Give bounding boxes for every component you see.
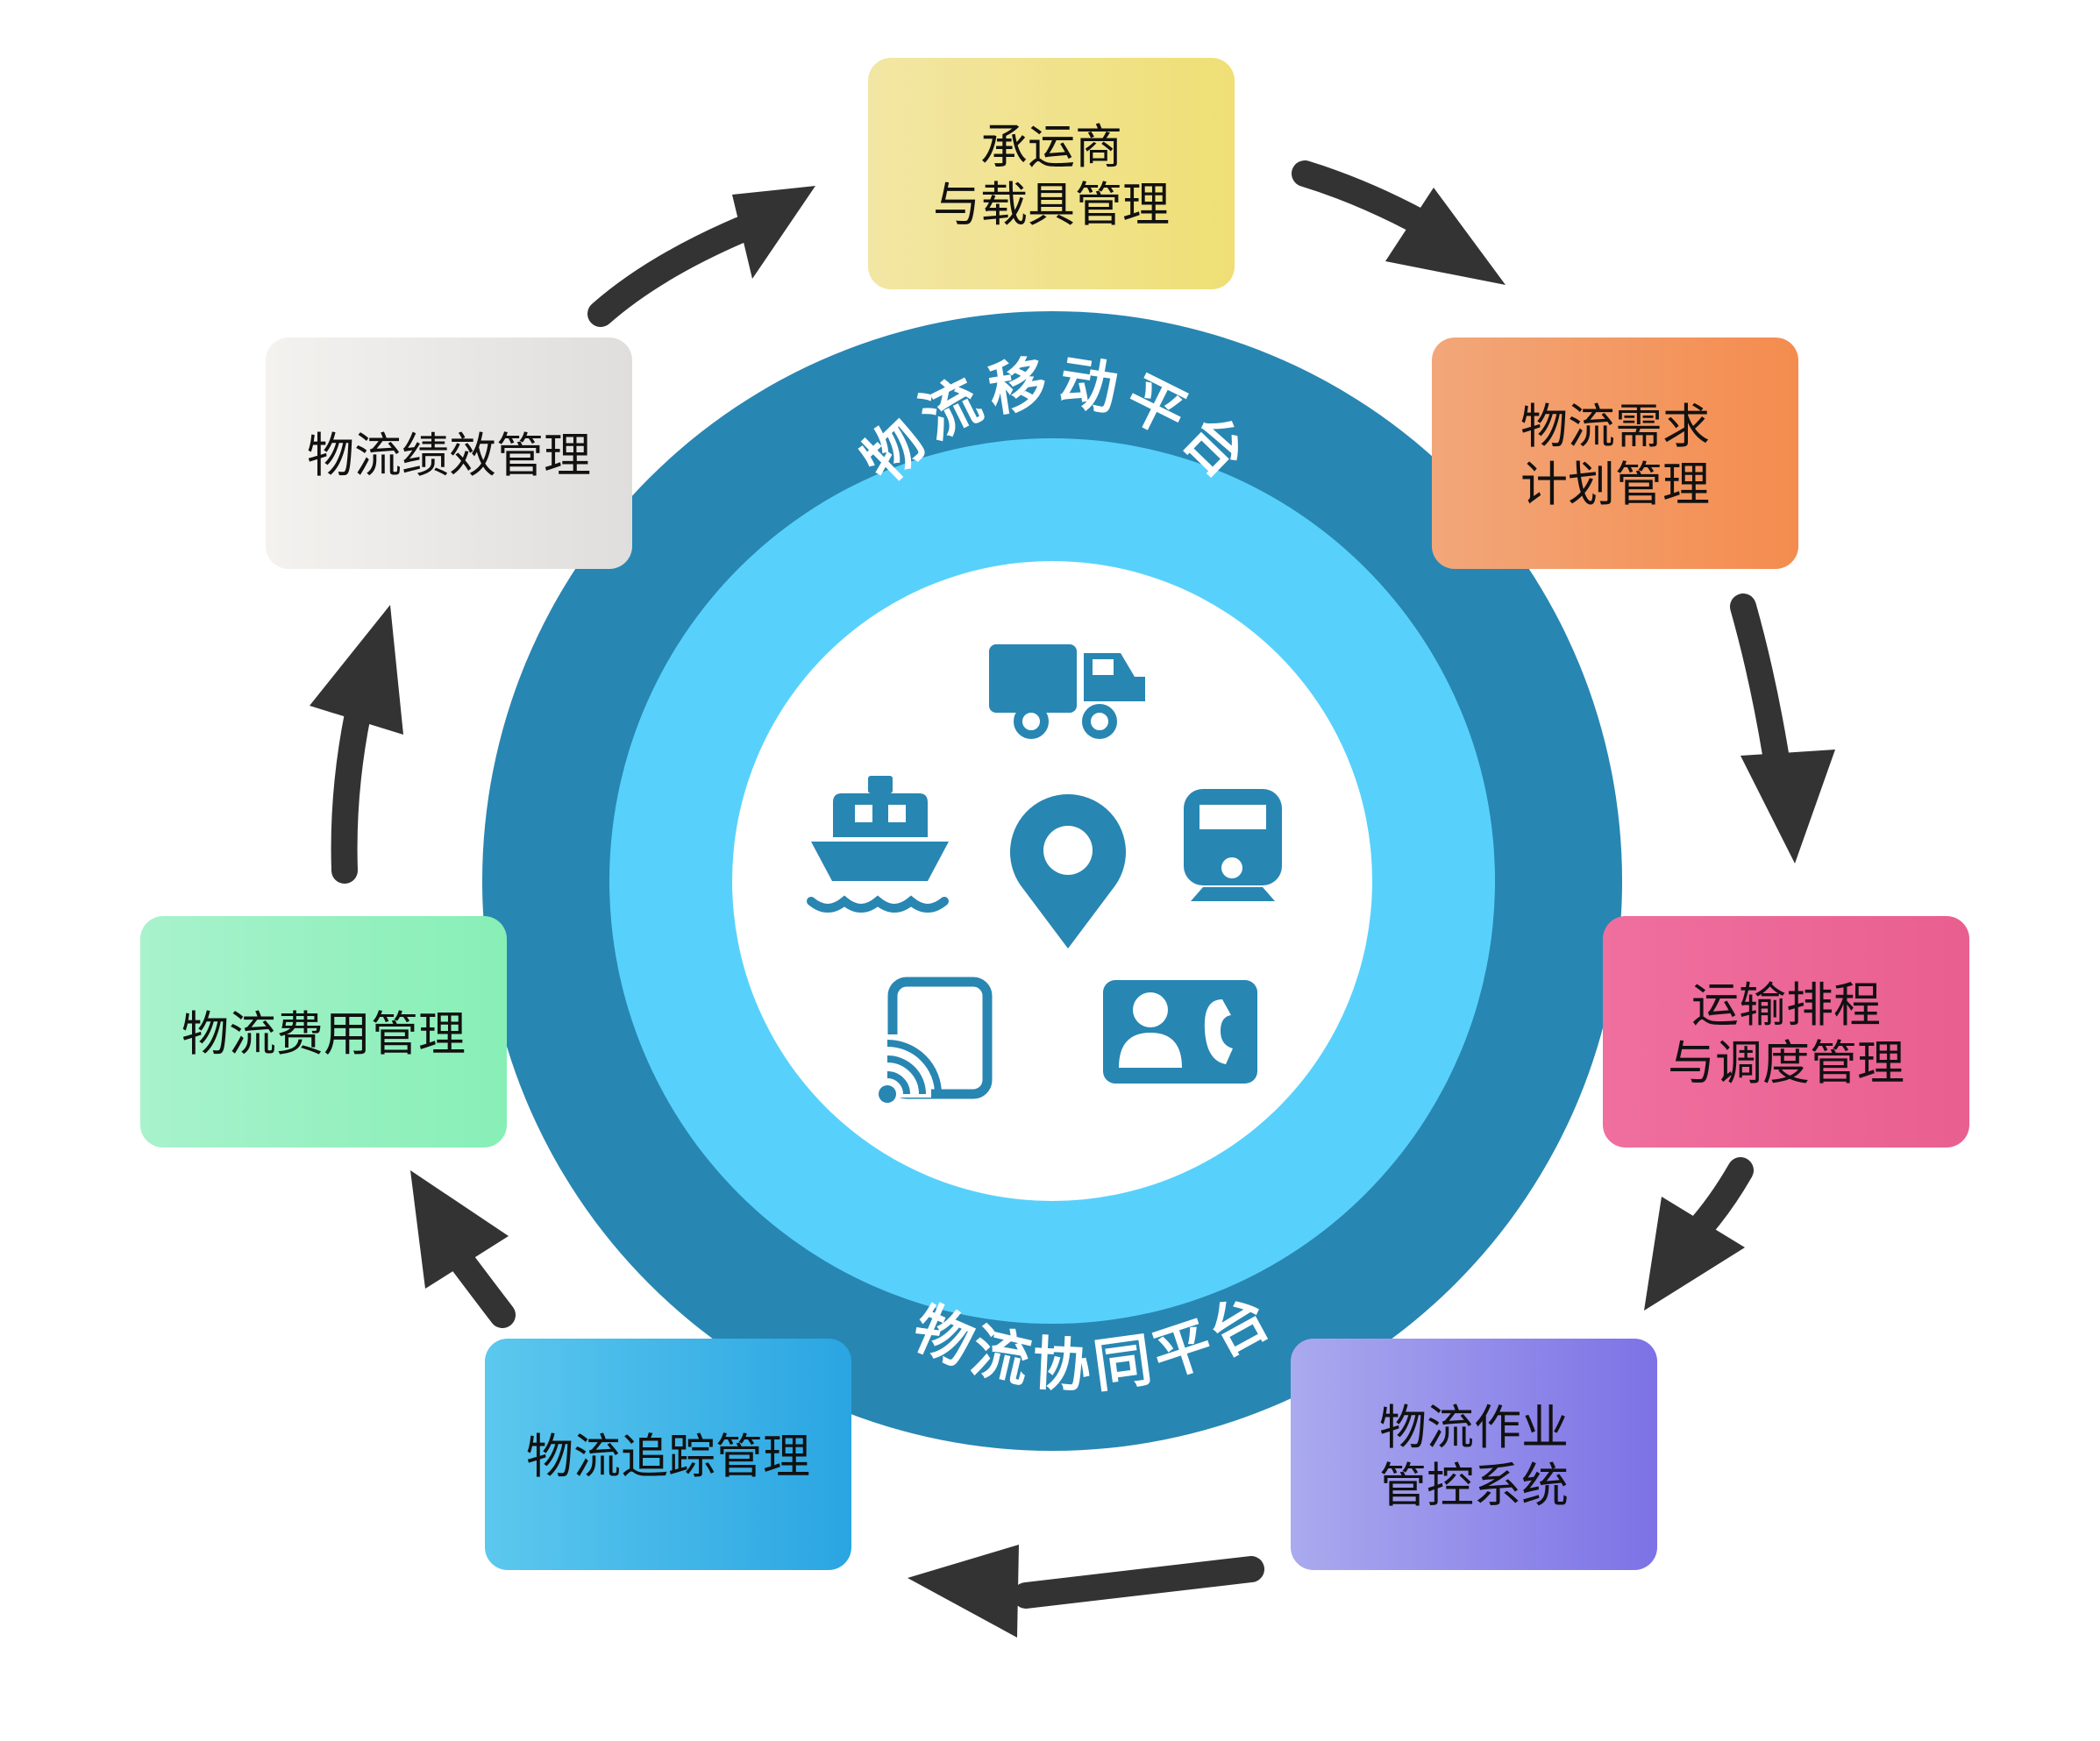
arrow-demand-to-dispatch bbox=[1730, 593, 1789, 767]
node-cost-line-1: 物流费用管理 bbox=[182, 1006, 466, 1062]
node-dispatch-line-2: 与调度管理 bbox=[1668, 1035, 1904, 1091]
node-operation: 物流作业 管控系统 bbox=[1291, 1339, 1657, 1570]
node-performance-box bbox=[266, 338, 632, 569]
node-cost: 物流费用管理 bbox=[140, 916, 507, 1148]
node-demand-line-2: 计划管理 bbox=[1520, 457, 1710, 512]
arrow-carrier-to-demand-head bbox=[1385, 188, 1506, 285]
cycle-arrows bbox=[310, 160, 1835, 1638]
node-performance: 物流绩效管理 bbox=[266, 338, 632, 569]
arrow-cost-to-performance-head bbox=[310, 605, 403, 735]
arrow-performance-to-carrier bbox=[587, 217, 754, 327]
node-tracking-line-1: 物流追踪管理 bbox=[526, 1429, 810, 1484]
node-carrier-line-2: 与载具管理 bbox=[933, 177, 1170, 232]
arrow-tracking-to-cost-head bbox=[410, 1170, 509, 1289]
ship-icon bbox=[807, 776, 949, 913]
node-dispatch: 运输排程 与调度管理 bbox=[1603, 916, 1969, 1148]
node-dispatch-line-1: 运输排程 bbox=[1691, 977, 1881, 1033]
node-operation-line-2: 管控系统 bbox=[1379, 1458, 1569, 1513]
location-pin-icon bbox=[1010, 794, 1126, 949]
node-cost-box bbox=[140, 916, 507, 1148]
node-carrier: 承运商 与载具管理 bbox=[868, 58, 1235, 289]
arrow-cost-to-performance bbox=[331, 701, 371, 884]
train-icon bbox=[1184, 789, 1282, 901]
truck-icon bbox=[989, 644, 1145, 739]
node-operation-box bbox=[1291, 1339, 1657, 1570]
node-demand-line-1: 物流需求 bbox=[1520, 399, 1710, 454]
arrow-operation-to-tracking-head bbox=[908, 1545, 1019, 1638]
node-carrier-line-1: 承运商 bbox=[980, 119, 1122, 174]
arrow-operation-to-tracking bbox=[1013, 1556, 1264, 1609]
arrow-dispatch-to-operation-head bbox=[1644, 1197, 1745, 1311]
arrow-performance-to-carrier-head bbox=[732, 186, 815, 279]
node-demand: 物流需求 计划管理 bbox=[1432, 338, 1798, 569]
node-demand-box bbox=[1432, 338, 1798, 569]
arrow-demand-to-dispatch-head bbox=[1741, 750, 1835, 863]
mobile-signal-icon bbox=[877, 977, 993, 1103]
node-tracking: 物流追踪管理 bbox=[485, 1339, 851, 1570]
node-tracking-box bbox=[485, 1339, 851, 1570]
node-carrier-box bbox=[868, 58, 1235, 289]
contact-card-icon bbox=[1103, 980, 1257, 1084]
node-operation-line-1: 物流作业 bbox=[1379, 1400, 1569, 1455]
node-performance-line-1: 物流绩效管理 bbox=[307, 428, 591, 483]
node-dispatch-box bbox=[1603, 916, 1969, 1148]
